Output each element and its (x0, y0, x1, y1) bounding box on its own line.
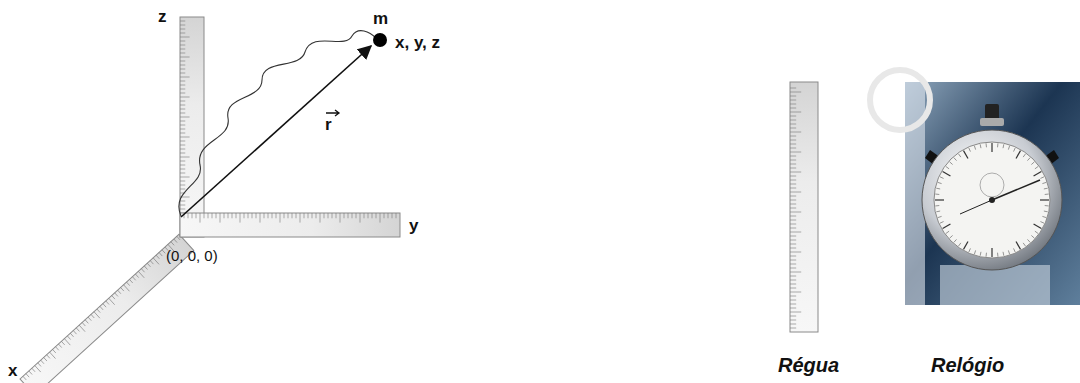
caption-label: Relógio (931, 354, 1004, 376)
axis-label: y (409, 217, 418, 236)
mass-label: m (373, 10, 388, 29)
axis-label: z (158, 8, 167, 27)
caption-label: Régua (778, 354, 839, 376)
stopwatch-photo (870, 70, 1080, 305)
ruler-group (20, 17, 818, 383)
vector-label: r (325, 116, 332, 135)
y-axis-ruler (180, 213, 400, 237)
origin-label: (0, 0, 0) (166, 248, 218, 265)
axis-label: x (8, 362, 17, 381)
coordinate-label: x, y, z (395, 34, 440, 53)
position-vector (181, 46, 371, 217)
mass-point (373, 33, 387, 47)
trajectory-wave (179, 31, 376, 216)
ruler-photo (790, 82, 818, 332)
z-axis-ruler (180, 17, 204, 237)
